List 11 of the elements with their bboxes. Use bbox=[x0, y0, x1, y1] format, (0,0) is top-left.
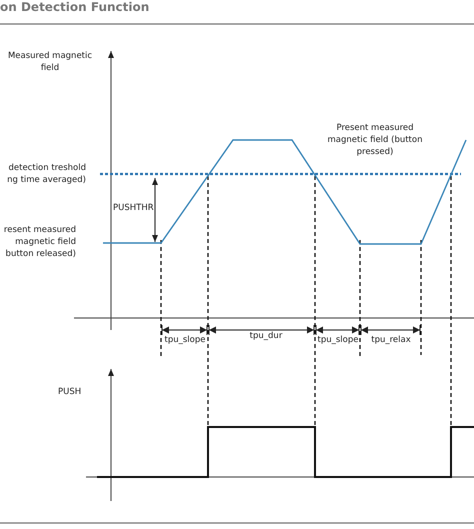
axis-title: Measured magnetic field bbox=[6, 50, 94, 74]
dimension-label: PUSHTHR bbox=[113, 202, 153, 214]
axis-title: PUSH bbox=[58, 386, 82, 398]
annotation-text: resent measured magnetic field button released) bbox=[2, 224, 76, 260]
annotation-text: Present measured magnetic field (button pressed) bbox=[326, 122, 424, 158]
dimension-label: tpu_dur bbox=[248, 330, 284, 342]
dimension-label: tpu_slope bbox=[316, 334, 360, 346]
title: on Detection Function bbox=[0, 0, 150, 14]
dimension-label: tpu_relax bbox=[370, 334, 412, 346]
threshold-label: detection treshold ng time averaged) bbox=[6, 162, 86, 186]
dimension-label: tpu_slope bbox=[164, 334, 206, 346]
